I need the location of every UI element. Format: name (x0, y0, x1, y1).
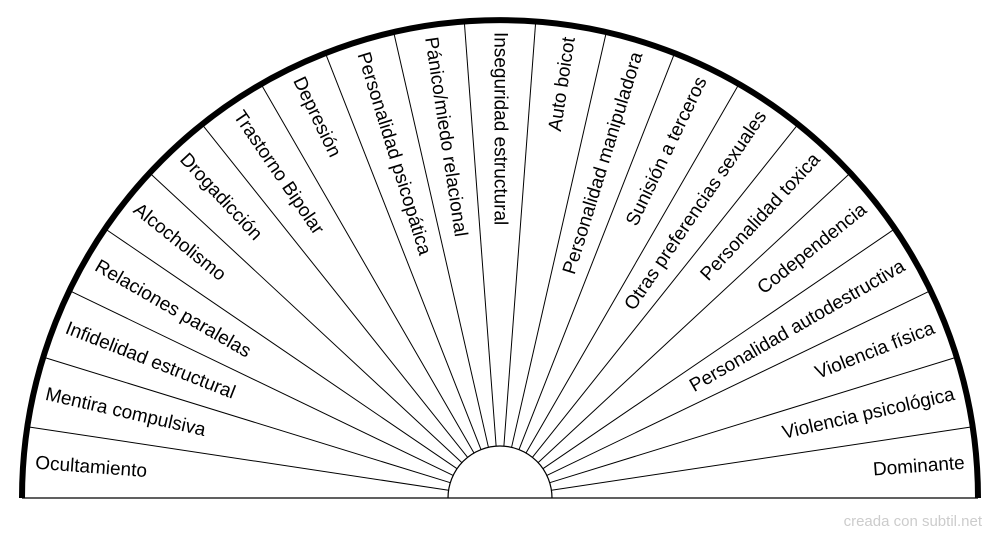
segment-divider (537, 172, 851, 463)
segment-divider (463, 21, 497, 447)
segment-divider (27, 426, 449, 491)
segment-label: Auto boicot (545, 35, 580, 133)
segment-label: Drogadicción (175, 149, 266, 245)
segment-label: Depresión (288, 74, 344, 161)
segment-divider (546, 290, 931, 476)
segment-divider (551, 426, 973, 491)
segment-label: Ocultamiento (35, 453, 148, 482)
segment-label: Alcocholismo (129, 199, 230, 285)
segment-divider (104, 228, 458, 470)
outer-arc (19, 17, 981, 499)
segment-divider (525, 83, 740, 454)
segment-divider (324, 52, 482, 450)
segment-label: Dominante (872, 453, 965, 481)
segment-label: Personalidad autodestructiva (686, 256, 909, 397)
segment-divider (69, 290, 454, 476)
segment-divider (542, 228, 896, 470)
inner-arc (447, 445, 553, 499)
segment-divider (549, 356, 957, 484)
segment-label: Violencia física (812, 318, 938, 384)
segment-divider (503, 21, 537, 447)
segment-label: Violencia psicológica (780, 384, 957, 444)
segment-divider (511, 31, 607, 448)
segment-divider (201, 123, 468, 458)
segment-divider (260, 83, 475, 454)
segment-divider (393, 31, 489, 448)
segment-divider (532, 123, 799, 458)
segment-label: Pánico/miedo relacional (420, 36, 471, 239)
chart-spokes (27, 21, 973, 491)
segment-divider (149, 172, 463, 463)
segment-divider (518, 52, 676, 450)
credit-text: creada con subtil.net (843, 513, 982, 530)
segment-divider (43, 356, 451, 484)
segment-label: Inseguridad estructural (490, 32, 511, 225)
